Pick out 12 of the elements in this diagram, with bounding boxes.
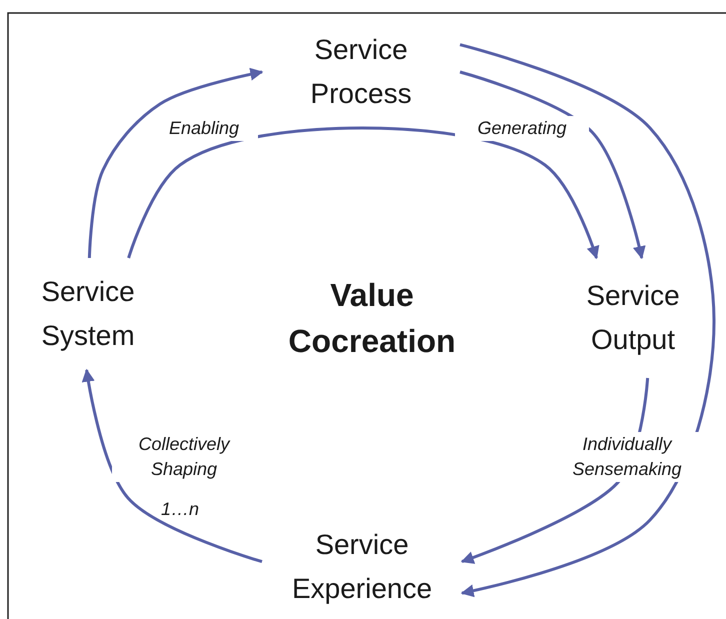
node-label: Service System (40, 275, 136, 353)
node-label: Service Output (585, 279, 681, 357)
edge-label: Generating (455, 116, 589, 141)
center-title: Value Cocreation (287, 276, 457, 361)
curved-arrow (127, 126, 600, 260)
curved-arrow (460, 70, 646, 260)
node-label: Service Process (309, 33, 413, 111)
node-label: Service Experience (290, 528, 434, 606)
curved-arrow (460, 43, 716, 598)
curved-arrow (82, 368, 262, 564)
curved-arrow (88, 68, 264, 258)
multiplicity-label: 1…n (160, 498, 200, 521)
